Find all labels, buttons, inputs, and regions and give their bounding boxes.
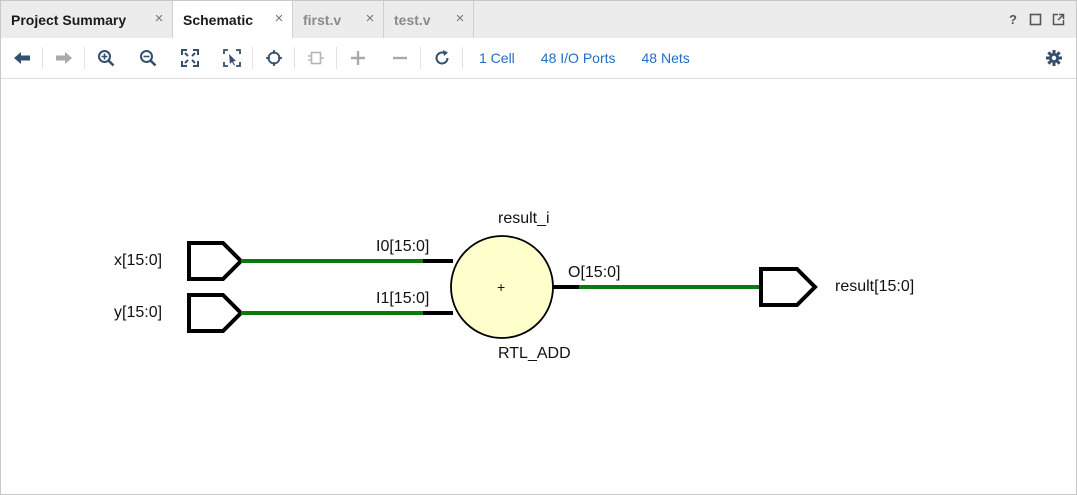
- ungroup-button[interactable]: [295, 38, 337, 78]
- window-controls: ?: [1006, 13, 1066, 27]
- zoom-in-button[interactable]: [85, 38, 127, 78]
- collapse-icon: [393, 56, 407, 60]
- tab-test-v[interactable]: test.v ×: [384, 1, 474, 38]
- tab-bar: Project Summary × Schematic × first.v × …: [1, 1, 1076, 38]
- pin-o-label: O[15:0]: [568, 264, 621, 281]
- help-icon[interactable]: ?: [1009, 12, 1017, 27]
- forward-icon: [56, 52, 72, 64]
- settings-button[interactable]: [1046, 50, 1062, 71]
- close-icon[interactable]: ×: [365, 10, 375, 27]
- io-ports-link[interactable]: 48 I/O Ports: [540, 50, 616, 66]
- zoom-out-button[interactable]: [127, 38, 169, 78]
- output-port-result-label: result[15:0]: [835, 278, 915, 295]
- cells-link[interactable]: 1 Cell: [479, 50, 515, 66]
- tab-label: Schematic: [183, 11, 254, 28]
- zoom-in-icon: [98, 50, 115, 67]
- schematic-diagram: [187, 235, 818, 339]
- back-icon: [14, 52, 30, 64]
- tab-label: test.v: [394, 11, 431, 28]
- refresh-icon: [435, 50, 449, 65]
- refresh-button[interactable]: [421, 38, 463, 78]
- input-port-y-symbol[interactable]: [187, 293, 244, 333]
- expand-button[interactable]: [337, 38, 379, 78]
- forward-button[interactable]: [43, 38, 85, 78]
- gear-icon: [1046, 50, 1062, 66]
- zoom-area-button[interactable]: [211, 38, 253, 78]
- input-port-y-label: y[15:0]: [114, 304, 163, 321]
- cell-type-label: RTL_ADD: [498, 345, 571, 362]
- close-icon[interactable]: ×: [154, 10, 164, 27]
- fit-button[interactable]: [169, 38, 211, 78]
- tab-first-v[interactable]: first.v ×: [293, 1, 384, 38]
- cell-name-label: result_i: [498, 210, 550, 227]
- tab-label: first.v: [303, 11, 342, 28]
- center-icon: [266, 50, 282, 66]
- output-port-result-symbol[interactable]: [759, 267, 818, 307]
- maximize-icon[interactable]: [1029, 13, 1043, 27]
- back-button[interactable]: [1, 38, 43, 78]
- close-icon[interactable]: ×: [455, 10, 465, 27]
- tab-label: Project Summary: [11, 11, 127, 28]
- schematic-canvas[interactable]: x[15:0] y[15:0] I0[15:0] I1[15:0] result…: [1, 80, 1076, 494]
- fit-icon: [181, 49, 199, 67]
- input-port-x-symbol[interactable]: [187, 241, 244, 281]
- zoom-area-icon: [223, 49, 241, 67]
- tab-project-summary[interactable]: Project Summary ×: [1, 1, 173, 38]
- zoom-out-icon: [140, 50, 157, 67]
- close-icon[interactable]: ×: [274, 10, 284, 27]
- expand-icon: [351, 51, 365, 65]
- cell-symbol: +: [497, 279, 506, 295]
- center-button[interactable]: [253, 38, 295, 78]
- collapse-button[interactable]: [379, 38, 421, 78]
- pin-i0-label: I0[15:0]: [376, 238, 430, 255]
- input-port-x-label: x[15:0]: [114, 252, 163, 269]
- ungroup-icon: [308, 51, 324, 65]
- toolbar: 1 Cell 48 I/O Ports 48 Nets: [1, 38, 1076, 79]
- pin-i1-label: I1[15:0]: [376, 290, 430, 307]
- float-icon[interactable]: [1052, 13, 1066, 27]
- tab-schematic[interactable]: Schematic ×: [173, 1, 293, 38]
- nets-link[interactable]: 48 Nets: [641, 50, 690, 66]
